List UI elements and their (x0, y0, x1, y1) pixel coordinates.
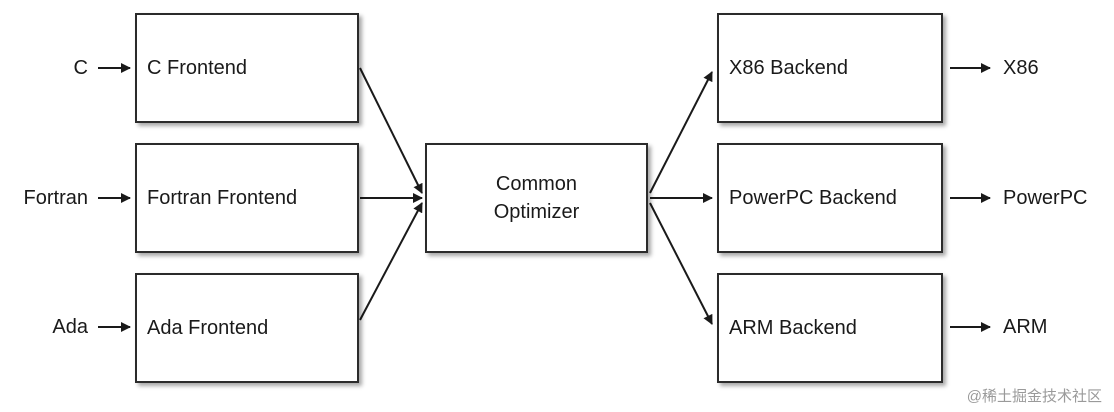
x86-backend-box: X86 Backend (717, 13, 943, 123)
arrow-optimizer-to-arm-backend (649, 202, 713, 325)
input-label-c: C (73, 57, 88, 79)
fortran-frontend-label: Fortran Frontend (147, 186, 298, 209)
ada-frontend-box: Ada Frontend (135, 273, 359, 383)
output-label-powerpc: PowerPC (1003, 187, 1088, 209)
arrow-c-frontend-to-optimizer (359, 67, 423, 194)
output-label-arm: ARM (1003, 316, 1048, 338)
input-label-ada: Ada (52, 316, 88, 338)
fortran-frontend-box: Fortran Frontend (135, 143, 359, 253)
arrow-optimizer-to-x86-backend (649, 71, 713, 194)
common-optimizer-box: Common Optimizer (425, 143, 648, 253)
powerpc-backend-box: PowerPC Backend (717, 143, 943, 253)
arm-backend-label: ARM Backend (729, 316, 857, 339)
arm-backend-box: ARM Backend (717, 273, 943, 383)
ada-frontend-label: Ada Frontend (147, 316, 269, 339)
powerpc-backend-label: PowerPC Backend (729, 186, 897, 209)
x86-backend-label: X86 Backend (729, 56, 848, 79)
c-frontend-box: C Frontend (135, 13, 359, 123)
output-label-x86: X86 (1003, 57, 1039, 79)
arrow-ada-frontend-to-optimizer (359, 202, 423, 321)
c-frontend-label: C Frontend (147, 56, 248, 79)
input-label-fortran: Fortran (23, 187, 88, 209)
common-optimizer-label: Common Optimizer (493, 173, 580, 223)
watermark-text: @稀土掘金技术社区 (966, 388, 1102, 405)
